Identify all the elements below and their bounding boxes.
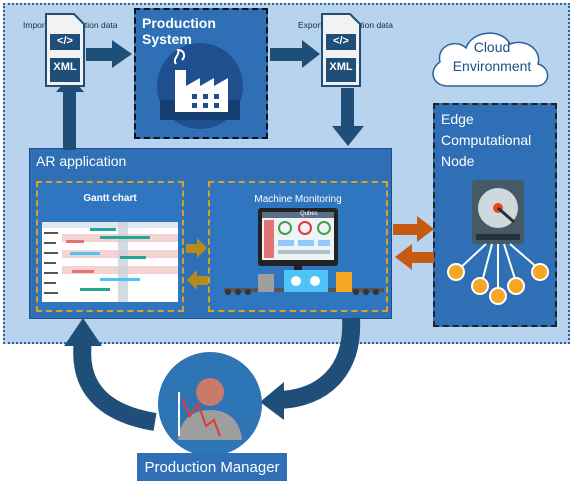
imported-xml-icon: </> XML <box>44 8 86 88</box>
imported-code-tag: </> <box>57 35 73 47</box>
production-system-box: Production System <box>134 8 268 139</box>
production-system-title: Production System <box>142 15 216 47</box>
gantt-panel: Gantt chart <box>36 181 184 312</box>
qubes-brand-label: Qubes <box>300 211 318 217</box>
edge-node-title: Edge Computational Node <box>441 111 532 169</box>
exported-xml-text: XML <box>329 61 353 73</box>
cloud-environment-label: Cloud Environment <box>452 39 532 74</box>
exported-xml-icon: </> XML <box>320 8 362 88</box>
machine-monitoring-title: Machine Monitoring <box>254 194 342 205</box>
production-manager-label: Production Manager <box>137 453 287 481</box>
arrow-to-manager <box>260 382 284 420</box>
imported-xml-text: XML <box>53 61 77 73</box>
gantt-chart-title: Gantt chart <box>83 193 137 204</box>
exported-code-tag: </> <box>333 35 349 47</box>
machine-monitoring-panel: Machine Monitoring <box>208 181 388 312</box>
manager-avatar <box>158 352 262 456</box>
ar-application-title: AR application <box>36 153 127 169</box>
edge-node-box: Edge Computational Node <box>433 103 557 327</box>
